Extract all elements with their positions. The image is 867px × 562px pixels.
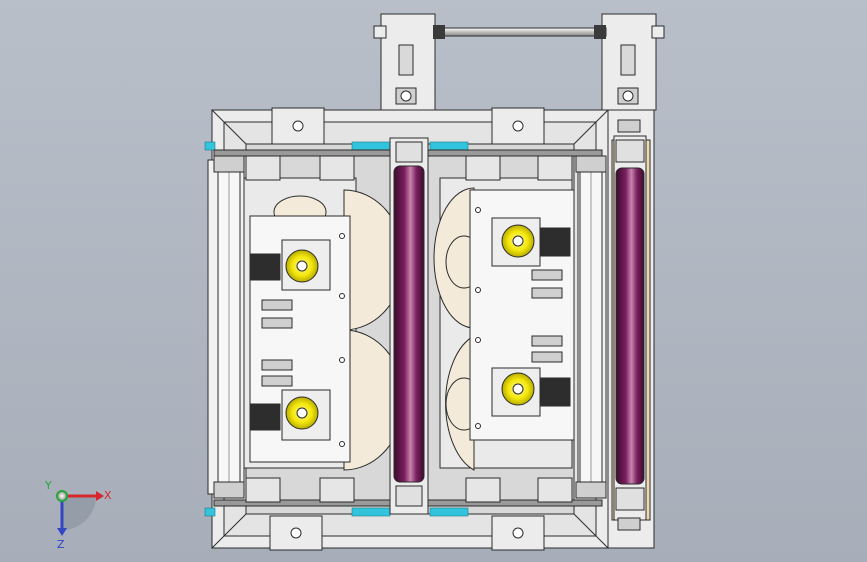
- coordinate-triad: X Y Z: [44, 479, 112, 551]
- top-mount-plate-left: [271, 107, 325, 145]
- triad-quarter-disc: [62, 496, 96, 530]
- right-guide-shaft: [575, 155, 607, 499]
- top-mount-plate-right: [491, 107, 545, 145]
- teal-accent-strips: [204, 141, 469, 517]
- center-roller: [389, 137, 429, 515]
- left-guide-shaft: [213, 155, 245, 499]
- top-bracket-right: [601, 13, 665, 111]
- bottom-mount-plate-left: [269, 515, 323, 551]
- right-module-blocks: [465, 155, 573, 503]
- right-drive-module: [433, 177, 575, 471]
- left-drive-module: [243, 177, 405, 471]
- triad-x-label: X: [104, 489, 112, 502]
- triad-y-label: Y: [44, 479, 52, 492]
- bottom-mount-plate-right: [491, 515, 545, 551]
- triad-x-arrow: [96, 491, 104, 501]
- triad-z-label: Z: [57, 538, 65, 551]
- top-bracket-left: [373, 13, 436, 111]
- left-module-blocks: [245, 155, 355, 503]
- top-tie-rod: [433, 25, 607, 39]
- right-roller: [613, 119, 647, 531]
- triad-z-arrow: [57, 528, 67, 536]
- triad-origin: [56, 490, 68, 502]
